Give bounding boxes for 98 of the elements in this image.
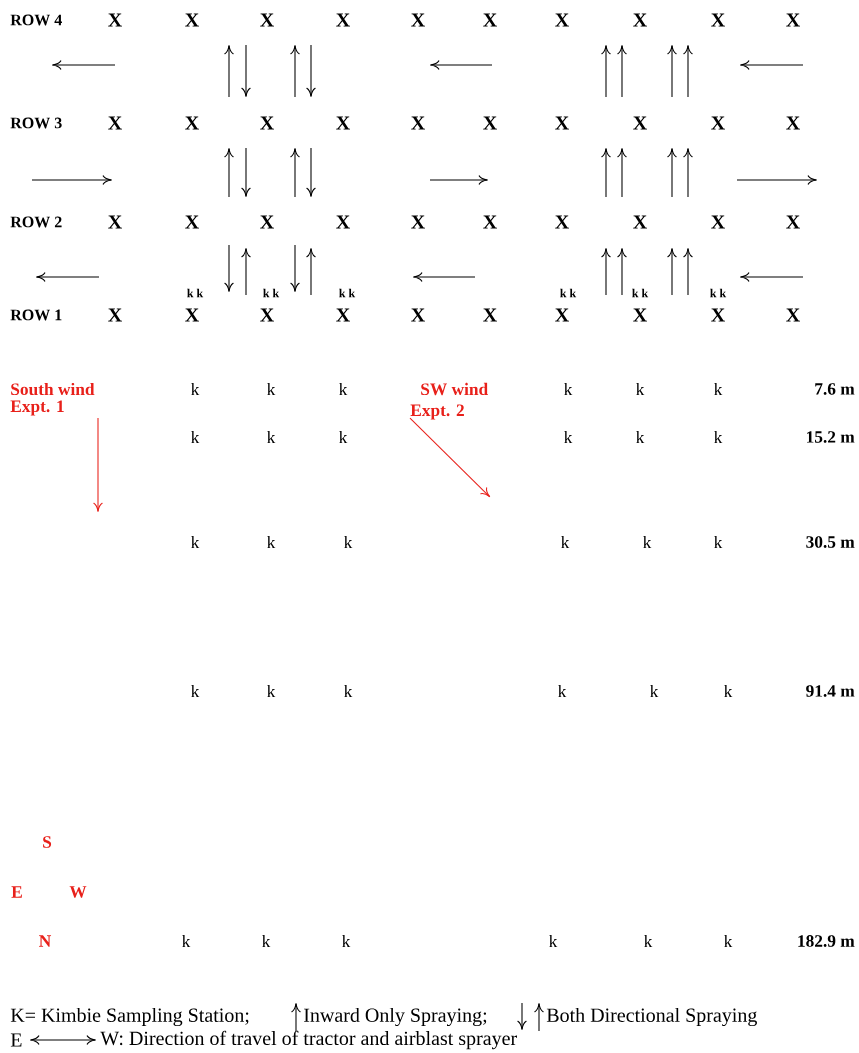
wind-label: South wind — [11, 382, 95, 396]
wind-label: Expt. 1 — [10, 400, 64, 416]
tree-marker: X — [185, 13, 199, 27]
row-label: ROW 4 — [10, 14, 62, 26]
row-label: ROW 2 — [10, 216, 62, 228]
distance-label: 15.2 m — [807, 431, 855, 443]
station-marker: k — [558, 685, 567, 697]
station-marker: k — [342, 935, 351, 947]
station-marker: k — [191, 685, 200, 697]
tree-marker: X — [108, 13, 122, 27]
tree-marker: X — [336, 13, 350, 27]
distance-label: 30.5 m — [806, 536, 855, 548]
tree-marker: X — [411, 215, 425, 229]
station-marker: k — [344, 536, 353, 548]
tree-marker: X — [336, 116, 350, 130]
tree-marker: X — [260, 13, 274, 27]
station-marker: k — [267, 431, 276, 443]
distance-label: 7.6 m — [815, 383, 855, 395]
tree-marker: X — [483, 116, 497, 130]
legend-text: W: Direction of travel of tractor and airblast sprayer — [100, 1030, 517, 1050]
distance-label: 91.4 m — [806, 685, 855, 697]
wind-label: SW wind — [421, 382, 488, 396]
row-label: ROW 1 — [10, 309, 62, 321]
tree-marker: X — [786, 215, 800, 229]
tree-marker: X — [336, 308, 350, 322]
station-marker: k — [339, 383, 348, 395]
tree-marker: X — [185, 308, 199, 322]
station-marker: k — [339, 431, 348, 443]
tree-marker: X — [555, 13, 569, 27]
station-marker: k k — [263, 288, 280, 298]
legend-text: K= Kimbie Sampling Station; — [10, 1007, 249, 1027]
station-marker: k k — [560, 288, 577, 298]
station-marker: k — [267, 536, 276, 548]
tree-marker: X — [786, 308, 800, 322]
station-marker: k — [636, 431, 645, 443]
tree-marker: X — [336, 215, 350, 229]
station-marker: k — [182, 935, 191, 947]
tree-marker: X — [108, 308, 122, 322]
tree-marker: X — [411, 116, 425, 130]
tree-marker: X — [633, 308, 647, 322]
station-marker: k — [262, 935, 271, 947]
compass-letter: N — [39, 935, 52, 947]
station-marker: k — [561, 536, 570, 548]
tree-marker: X — [483, 308, 497, 322]
tree-marker: X — [260, 116, 274, 130]
tree-marker: X — [555, 215, 569, 229]
station-marker: k k — [632, 288, 649, 298]
station-marker: k — [643, 536, 652, 548]
tree-marker: X — [260, 308, 274, 322]
tree-marker: X — [411, 13, 425, 27]
wind-label: Expt. 2 — [410, 404, 464, 420]
legend-text: Inward Only Spraying; — [304, 1007, 487, 1027]
tree-marker: X — [633, 13, 647, 27]
station-marker: k — [344, 685, 353, 697]
station-marker: k — [714, 383, 723, 395]
station-marker: k — [644, 935, 653, 947]
tree-marker: X — [711, 116, 725, 130]
tree-marker: X — [185, 116, 199, 130]
tree-marker: X — [260, 215, 274, 229]
station-marker: k — [714, 536, 723, 548]
station-marker: k — [267, 383, 276, 395]
legend-text: Both Directional Spraying — [546, 1007, 757, 1027]
row-label: ROW 3 — [10, 117, 62, 129]
tree-marker: X — [711, 215, 725, 229]
tree-marker: X — [555, 308, 569, 322]
station-marker: k — [650, 685, 659, 697]
station-marker: k — [564, 383, 573, 395]
tree-marker: X — [786, 13, 800, 27]
tree-marker: X — [555, 116, 569, 130]
station-marker: k k — [339, 288, 356, 298]
tree-marker: X — [633, 116, 647, 130]
station-marker: k — [191, 536, 200, 548]
tree-marker: X — [108, 215, 122, 229]
station-marker: k — [636, 383, 645, 395]
station-marker: k — [549, 935, 558, 947]
compass-letter: E — [11, 886, 22, 898]
compass-letter: W — [69, 886, 87, 898]
station-marker: k — [191, 383, 200, 395]
tree-marker: X — [411, 308, 425, 322]
tree-marker: X — [633, 215, 647, 229]
tree-marker: X — [185, 215, 199, 229]
station-marker: k — [564, 431, 573, 443]
tree-marker: X — [108, 116, 122, 130]
station-marker: k — [724, 935, 733, 947]
station-marker: k k — [710, 288, 727, 298]
tree-marker: X — [711, 308, 725, 322]
station-marker: k — [191, 431, 200, 443]
station-marker: k k — [187, 288, 204, 298]
distance-label: 182.9 m — [798, 935, 855, 947]
compass-letter: S — [43, 836, 52, 848]
station-marker: k — [267, 685, 276, 697]
station-marker: k — [724, 685, 733, 697]
station-marker: k — [714, 431, 723, 443]
tree-marker: X — [711, 13, 725, 27]
legend-text: E — [10, 1033, 22, 1047]
tree-marker: X — [483, 13, 497, 27]
tree-marker: X — [786, 116, 800, 130]
tree-marker: X — [483, 215, 497, 229]
